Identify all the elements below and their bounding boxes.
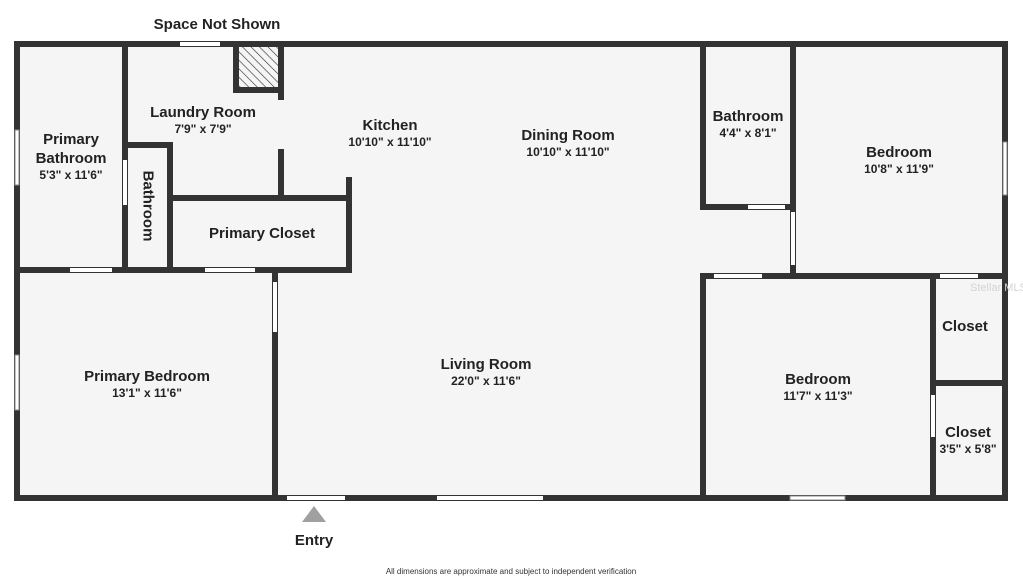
room-name: Kitchen: [362, 117, 418, 134]
room-living: Living Room 22'0" x 11'6": [441, 356, 532, 389]
entry-label: Entry: [294, 532, 334, 549]
door-openings: [15, 42, 1007, 500]
room-name: Bedroom: [866, 144, 932, 161]
room-name: Primary Closet: [209, 225, 315, 242]
room-bedroom-se: Bedroom 11'7" x 11'3": [783, 371, 852, 404]
room-bedroom-ne: Bedroom 10'8" x 11'9": [864, 144, 934, 177]
window-marks: [14, 129, 1008, 501]
room-name: Dining Room: [521, 127, 615, 144]
room-closet-lower: Closet 3'5" x 5'8": [939, 424, 996, 457]
room-primary-closet: Primary Closet: [209, 225, 315, 243]
watermark: Stellar MLS: [970, 282, 1023, 294]
room-laundry: Laundry Room 7'9" x 7'9": [150, 104, 256, 137]
room-dimension: 10'8" x 11'9": [864, 162, 934, 176]
room-name-line1: Primary: [43, 131, 99, 148]
room-dimension: 5'3" x 11'6": [39, 168, 103, 182]
room-name: Closet: [942, 318, 988, 335]
room-dimension: 4'4" x 8'1": [719, 126, 777, 140]
room-dimension: 3'5" x 5'8": [939, 442, 997, 456]
room-dimension: 10'10" x 11'10": [348, 135, 432, 149]
room-dining: Dining Room 10'10" x 11'10": [521, 127, 614, 160]
room-dimension: 10'10" x 11'10": [526, 145, 610, 159]
room-primary-bathroom: Primary Bathroom 5'3" x 11'6": [36, 130, 107, 183]
room-dimension: 11'7" x 11'3": [783, 389, 853, 403]
room-primary-bedroom: Primary Bedroom 13'1" x 11'6": [84, 368, 210, 401]
chimney-hatch: [239, 47, 278, 87]
room-bathroom: Bathroom 4'4" x 8'1": [713, 108, 784, 141]
room-kitchen: Kitchen 10'10" x 11'10": [348, 117, 431, 150]
room-name: Bedroom: [785, 371, 851, 388]
room-name: Closet: [945, 424, 991, 441]
room-closet-upper: Closet: [942, 318, 988, 336]
room-name-line2: Bathroom: [35, 150, 107, 167]
room-dimension: 13'1" x 11'6": [112, 386, 182, 400]
room-name: Primary Bedroom: [84, 368, 210, 385]
room-name: Bathroom: [712, 108, 784, 125]
room-bathroom-vertical: Bathroom: [139, 170, 157, 242]
room-name: Living Room: [440, 356, 532, 373]
space-not-shown-label: Space Not Shown: [153, 16, 281, 33]
entry-arrow-icon: [302, 506, 326, 522]
disclaimer-text: All dimensions are approximate and subje…: [385, 567, 637, 576]
room-dimension: 7'9" x 7'9": [174, 122, 232, 136]
room-name: Laundry Room: [150, 104, 256, 121]
room-dimension: 22'0" x 11'6": [451, 374, 521, 388]
